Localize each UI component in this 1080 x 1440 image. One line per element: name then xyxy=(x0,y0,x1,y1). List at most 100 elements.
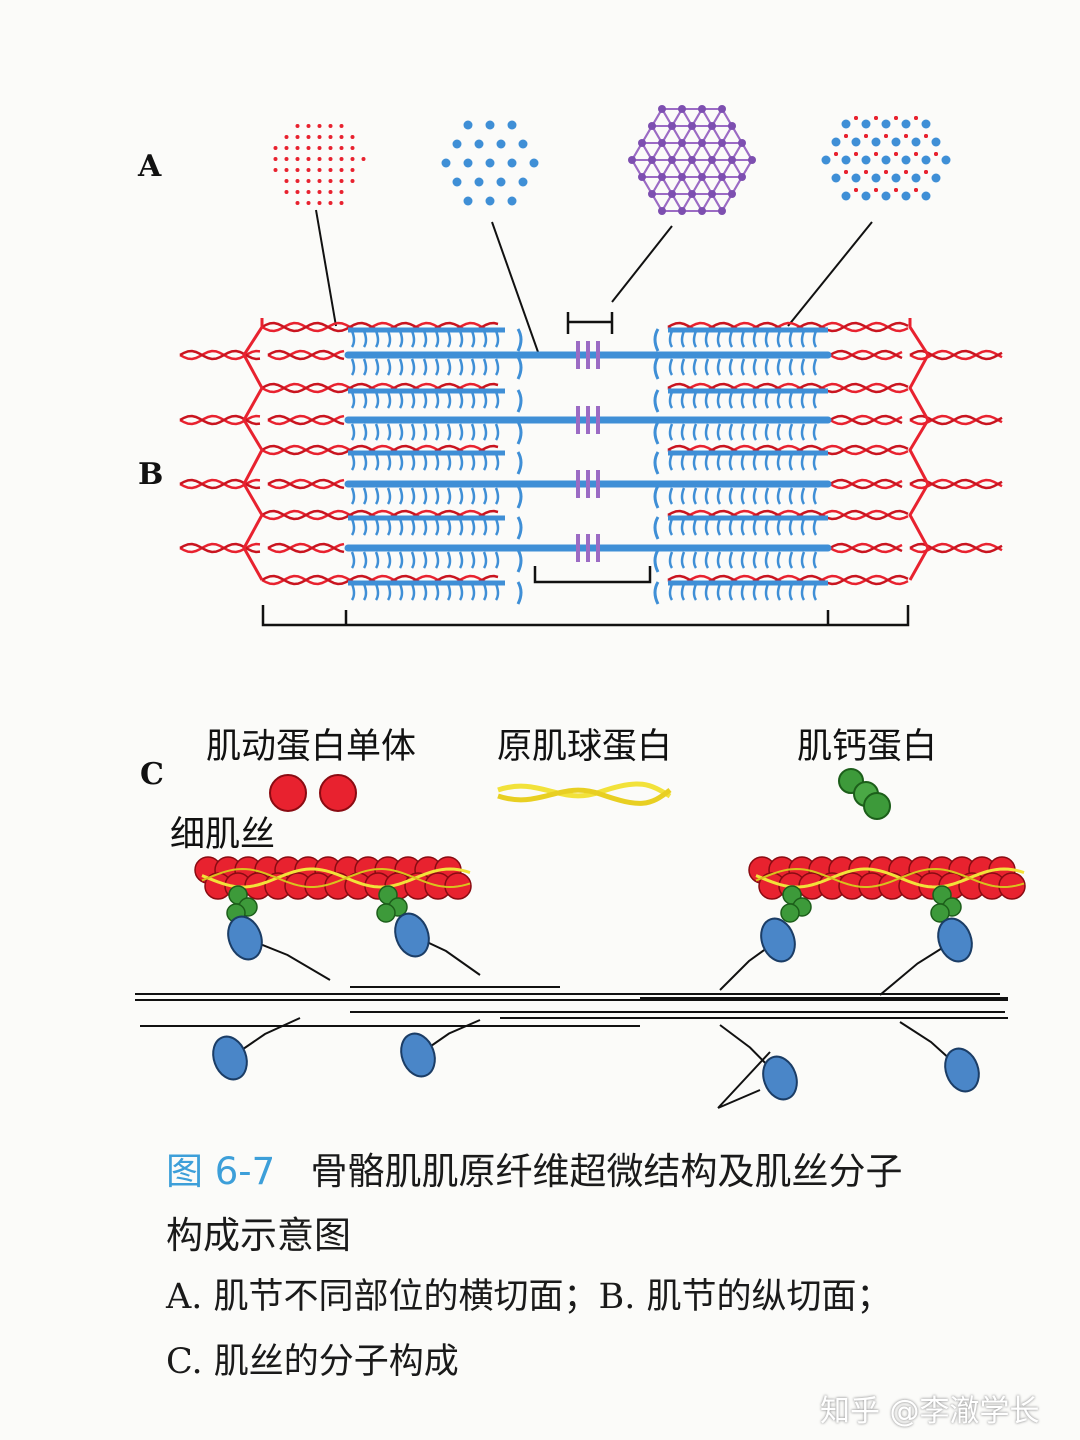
actin-strand xyxy=(829,542,903,554)
thick-filament-dot xyxy=(911,173,921,183)
thin-filament-dot xyxy=(273,146,278,150)
myosin-head xyxy=(680,487,686,505)
thin-filament-dot xyxy=(295,201,300,205)
myosin-head xyxy=(362,453,368,471)
thick-filament-dot xyxy=(485,120,495,130)
myosin-head xyxy=(776,453,782,471)
myosin-head xyxy=(386,358,392,376)
myosin-head xyxy=(740,423,746,441)
thick-filament-dot xyxy=(921,119,931,129)
myosin-head xyxy=(362,391,368,409)
actin-strand xyxy=(829,414,903,426)
myosin-head xyxy=(494,551,500,569)
myosin-head xyxy=(740,391,746,409)
myosin-head xyxy=(386,330,392,348)
thick-filament-dot xyxy=(452,139,462,149)
thin-filaments-left xyxy=(179,321,499,586)
thick-filament-dot xyxy=(821,155,831,165)
thin-filament-dot xyxy=(894,116,898,120)
myosin-head xyxy=(362,423,368,441)
myosin-head xyxy=(458,453,464,471)
myosin-head xyxy=(386,487,392,505)
myosin-head xyxy=(800,358,806,376)
m-line-node xyxy=(718,105,726,113)
myosin-head xyxy=(434,391,440,409)
actin-strand xyxy=(179,478,261,490)
thick-filament-dot xyxy=(831,137,841,147)
z-line xyxy=(908,318,930,581)
thick-filament-dot xyxy=(529,158,539,168)
myosin-head xyxy=(494,423,500,441)
thick-filament-dot xyxy=(463,158,473,168)
m-line-node xyxy=(628,156,636,164)
myosin-head xyxy=(410,518,416,536)
myosin-head xyxy=(653,328,660,352)
thick-filament-dot xyxy=(861,191,871,201)
myosin-head xyxy=(470,583,476,601)
myosin-head xyxy=(422,518,428,536)
thin-filament-dot xyxy=(328,124,333,128)
myosin-head xyxy=(446,551,452,569)
myosin-head xyxy=(680,330,686,348)
tropomyosin-icon xyxy=(497,787,672,806)
myosin-head xyxy=(410,391,416,409)
myosin-head xyxy=(482,391,488,409)
thin-filament-dot xyxy=(273,168,278,172)
myosin-head xyxy=(776,551,782,569)
thick-filament-dot xyxy=(485,196,495,206)
myosin-head xyxy=(516,421,523,445)
myosin-head xyxy=(482,453,488,471)
myosin-head xyxy=(386,391,392,409)
myosin-head xyxy=(386,583,392,601)
myosin-head xyxy=(752,423,758,441)
myosin-head xyxy=(212,1035,248,1081)
myosin-head xyxy=(422,391,428,409)
thin-filament-dot xyxy=(306,135,311,139)
myosin-head xyxy=(653,516,660,540)
actin-strand xyxy=(267,414,345,426)
myosin-head xyxy=(350,453,356,471)
thin-filament-dot xyxy=(317,168,322,172)
myosin-head xyxy=(728,583,734,601)
thin-filament-dot xyxy=(317,146,322,150)
m-line-node xyxy=(658,105,666,113)
myosin-head xyxy=(653,549,660,573)
myosin-head xyxy=(692,453,698,471)
myosin-head xyxy=(776,391,782,409)
myosin-head xyxy=(362,330,368,348)
myosin-head xyxy=(434,583,440,601)
myosin-head xyxy=(800,518,806,536)
myosin-head xyxy=(362,551,368,569)
myosin-head xyxy=(716,453,722,471)
myosin-head xyxy=(812,358,818,376)
myosin-head xyxy=(760,917,796,963)
myosin-head xyxy=(812,391,818,409)
myosin-head xyxy=(776,423,782,441)
actin-strand xyxy=(829,542,903,554)
thick-filament-dot xyxy=(901,119,911,129)
myosin-head xyxy=(752,487,758,505)
myosin-head xyxy=(446,423,452,441)
actin-strand xyxy=(829,349,903,361)
myosin-head xyxy=(812,487,818,505)
thin-filament-dot xyxy=(317,179,322,183)
myosin-head xyxy=(227,915,263,961)
thick-filament-dot xyxy=(496,177,506,187)
myosin-head xyxy=(362,583,368,601)
myosin-head xyxy=(434,330,440,348)
myosin-head xyxy=(398,487,404,505)
m-line-node xyxy=(658,207,666,215)
m-line-node xyxy=(708,122,716,130)
myosin-head xyxy=(482,583,488,601)
myosin-head xyxy=(410,551,416,569)
myosin-head xyxy=(458,583,464,601)
m-line-node xyxy=(678,105,686,113)
myosin-head xyxy=(800,423,806,441)
thin-filament-actin-chain-left xyxy=(194,856,472,923)
myosin-head xyxy=(374,391,380,409)
myosin-head xyxy=(410,358,416,376)
m-line-node xyxy=(728,190,736,198)
myosin-head xyxy=(740,583,746,601)
myosin-head xyxy=(410,330,416,348)
myosin-head xyxy=(716,423,722,441)
